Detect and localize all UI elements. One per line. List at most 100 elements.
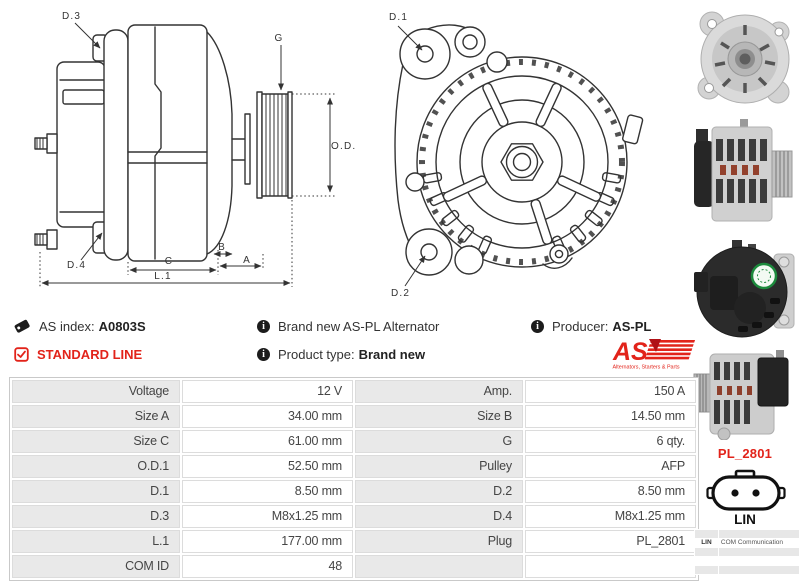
fan-spokes	[442, 82, 602, 245]
mounting-lug-bottom	[405, 228, 484, 276]
spec-label-cell: COM ID	[12, 555, 180, 578]
product-photo-side-left	[693, 350, 789, 440]
product-type-value: Brand new	[358, 346, 426, 362]
checkbox-checked-icon	[14, 346, 29, 362]
plug-mini-row	[695, 566, 799, 574]
as-index-label: AS index:	[39, 318, 95, 334]
alternator-side-view-drawing: D.3 D.4 G O.D.1 C B A L.1	[34, 11, 355, 287]
dim-label-d3: D.3	[62, 11, 81, 22]
front-bracket	[127, 24, 208, 262]
plug-type-label: LIN	[734, 512, 756, 527]
plug-pin	[731, 489, 739, 497]
tag-icon	[14, 319, 30, 333]
standard-line-label: STANDARD LINE	[37, 346, 143, 362]
mounting-bracket	[103, 29, 129, 261]
dim-label-d1: D.1	[389, 12, 408, 23]
dim-label-b: B	[218, 242, 226, 253]
spec-value-cell: AFP	[525, 455, 696, 478]
spec-value-cell: 14.50 mm	[525, 405, 696, 428]
dim-label-c: C	[165, 256, 173, 267]
threaded-stud	[34, 137, 48, 150]
spec-label-cell: Size A	[12, 405, 180, 428]
spec-value-cell: 8.50 mm	[525, 480, 696, 503]
spec-value-cell	[525, 555, 696, 578]
eco-sticker	[750, 262, 778, 290]
plug-mini-cell-type	[695, 530, 718, 538]
alternator-front-view-drawing: D.1 D.2	[389, 12, 644, 299]
spec-label-cell: D.2	[355, 480, 523, 503]
product-photo-front	[697, 11, 790, 104]
spec-label-cell: Size C	[12, 430, 180, 453]
drive-end-bell	[206, 31, 233, 255]
plug-mini-cell-type	[695, 557, 718, 565]
dim-label-od1: O.D.1	[331, 141, 355, 152]
spec-value-cell: 48	[182, 555, 353, 578]
spec-label-cell: Amp.	[355, 380, 523, 403]
mounting-lug-top	[399, 26, 508, 80]
spec-label-cell: Size B	[355, 405, 523, 428]
spec-label-cell: Voltage	[12, 380, 180, 403]
dim-label-a: A	[243, 255, 251, 266]
spec-value-cell: M8x1.25 mm	[525, 505, 696, 528]
as-index-value: A0803S	[98, 318, 146, 334]
plug-mini-cell-type: LIN	[695, 539, 718, 547]
plug-mini-cell-desc	[718, 566, 799, 574]
spec-label-cell: D.3	[12, 505, 180, 528]
pulley	[256, 91, 293, 199]
brand-new-row: i Brand new AS-PL Alternator	[257, 318, 439, 334]
plug-mini-row	[695, 530, 799, 538]
plug-mini-cell-desc	[718, 557, 799, 565]
logo-text: AS	[612, 338, 648, 366]
spec-label-cell: Plug	[355, 530, 523, 553]
spec-label-cell: Pulley	[355, 455, 523, 478]
plug-name: PL_2801	[717, 446, 773, 461]
plug-mini-cell-type	[695, 548, 718, 556]
as-index-row: AS index: A0803S	[14, 318, 146, 334]
producer-value: AS-PL	[612, 318, 652, 334]
spec-label-cell: L.1	[12, 530, 180, 553]
spec-value-cell: 177.00 mm	[182, 530, 353, 553]
plug-mini-cell-type	[695, 566, 718, 574]
shaft-nut	[500, 143, 544, 181]
rear-housing	[56, 61, 106, 228]
spec-value-cell: 6 qty.	[525, 430, 696, 453]
dim-label-g: G	[275, 33, 284, 44]
dim-label-d2: D.2	[391, 288, 410, 299]
plug-mini-cell-desc	[718, 548, 799, 556]
spec-value-cell: 8.50 mm	[182, 480, 353, 503]
dim-label-l1: L.1	[154, 271, 172, 282]
spec-value-cell: PL_2801	[525, 530, 696, 553]
plug-connector-diagram	[706, 469, 786, 511]
spec-value-cell: 150 A	[525, 380, 696, 403]
info-icon: i	[257, 347, 270, 361]
logo-tagline: Alternators, Starters & Parts	[612, 365, 679, 371]
product-type-label: Product type:	[278, 346, 355, 362]
plug-mini-cell-desc	[718, 530, 799, 538]
plug-pin	[752, 489, 760, 497]
spec-label-cell	[355, 555, 523, 578]
spec-label-cell: G	[355, 430, 523, 453]
product-type-row: i Product type: Brand new	[257, 346, 425, 362]
spec-label-cell: O.D.1	[12, 455, 180, 478]
spec-value-cell: M8x1.25 mm	[182, 505, 353, 528]
plug-mini-cell-desc: COM Communication	[718, 539, 799, 547]
as-pl-logo: AS Alternators, Starters & Parts	[612, 338, 695, 371]
spec-value-cell: 52.50 mm	[182, 455, 353, 478]
brand-new-note: Brand new AS-PL Alternator	[278, 318, 440, 334]
producer-row: i Producer: AS-PL	[531, 318, 651, 334]
spec-value-cell: 61.00 mm	[182, 430, 353, 453]
plug-mini-row	[695, 548, 799, 556]
info-icon: i	[531, 319, 544, 333]
